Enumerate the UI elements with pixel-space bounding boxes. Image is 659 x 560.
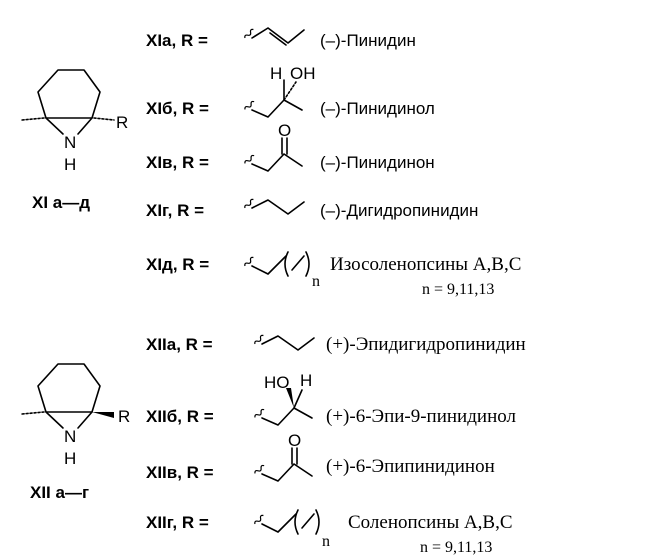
piperidine-structure-xii: N H R XII а—г [21, 363, 130, 502]
row-xiib: XIIб, R = HO H (+)-6-Эпи-9-пинидинол [146, 371, 516, 427]
hydrogen-atom: H [300, 371, 312, 390]
r-group-atom: R [118, 407, 130, 426]
substituent-propenyl [243, 27, 305, 46]
substituent-propyl [243, 197, 305, 215]
substituent-hydroxypropyl: H OH [243, 64, 316, 118]
row-xig: XIг, R = (–)-Дигидропинидин [146, 197, 478, 220]
bond-c2-n [45, 117, 64, 135]
hashed-r-bond [93, 117, 115, 121]
chain-subscript-n: n [322, 533, 330, 550]
compound-label: XIIг, R = [146, 513, 209, 532]
compound-label: XIд, R = [146, 255, 209, 274]
family-label-xii: XII а—г [30, 483, 89, 502]
compound-name: (+)-6-Эпипинидинон [326, 456, 495, 477]
compound-label: XIг, R = [146, 201, 204, 220]
piperidine-structure-xi: N H R XI а—д [21, 69, 128, 212]
substituent-oxopropyl: O [253, 431, 313, 482]
compound-label: XIIб, R = [146, 407, 214, 426]
wedged-r-bond [92, 412, 114, 418]
hydrogen-atom: H [64, 449, 76, 468]
row-xiia: XIIа, R = (+)-Эпидигидропинидин [146, 333, 526, 355]
row-xiiv: XIIв, R = O (+)-6-Эпипинидинон [146, 431, 495, 482]
hydroxyl-atom: HO [264, 373, 290, 392]
compound-name: Изосоленопсины A,B,C [330, 254, 521, 275]
n-values: n = 9,11,13 [420, 539, 492, 556]
substituent-hydroxypropyl: HO H [253, 371, 313, 426]
oxygen-atom: O [288, 431, 301, 450]
bond-c2-n [45, 411, 64, 429]
ring-bonds [37, 363, 101, 413]
compound-label: XIв, R = [146, 153, 209, 172]
hashed-methyl-bond [21, 117, 45, 121]
row-xib: XIб, R = H OH (–)-Пинидинол [146, 64, 435, 118]
chain-subscript-n: n [312, 273, 320, 290]
compound-name: Соленопсины A,B,C [348, 512, 513, 533]
hydrogen-atom: H [270, 64, 282, 83]
row-xia: XIа, R = (–)-Пинидин [146, 27, 416, 50]
hydrogen-atom: H [64, 155, 76, 174]
row-xiig: XIIг, R = n Соленопсины A,B,C n = 9,11,1… [146, 509, 513, 556]
compound-name: (–)-Пинидин [320, 31, 416, 50]
substituent-propyl [253, 333, 315, 351]
row-xiv: XIв, R = O (–)-Пинидинон [146, 121, 435, 172]
substituent-alkyl-chain: n [253, 509, 330, 550]
family-label-xi: XI а—д [32, 193, 90, 212]
bond-c6-n [77, 411, 93, 429]
compound-name: (–)-Пинидинол [320, 99, 435, 118]
oxygen-atom: O [278, 121, 291, 140]
compound-name: (–)-Дигидропинидин [320, 201, 478, 220]
substituent-alkyl-chain: n [243, 251, 320, 290]
compound-label: XIIв, R = [146, 463, 214, 482]
row-xid: XIд, R = n Изосоленопсины A,B,C n = 9,11… [146, 251, 521, 298]
compound-name: (+)-Эпидигидропинидин [326, 334, 526, 355]
compound-label: XIб, R = [146, 99, 209, 118]
compound-name: (–)-Пинидинон [320, 153, 435, 172]
nitrogen-atom: N [64, 133, 76, 152]
r-group-atom: R [116, 113, 128, 132]
compound-label: XIа, R = [146, 31, 208, 50]
substituent-oxopropyl: O [243, 121, 303, 172]
ring-bonds [37, 69, 101, 119]
bond-c6-n [77, 117, 93, 135]
hydroxyl-atom: OH [290, 64, 316, 83]
compound-label: XIIа, R = [146, 335, 213, 354]
n-values: n = 9,11,13 [422, 281, 494, 298]
hashed-methyl-bond [21, 411, 45, 415]
nitrogen-atom: N [64, 427, 76, 446]
compound-name: (+)-6-Эпи-9-пинидинол [326, 406, 516, 427]
